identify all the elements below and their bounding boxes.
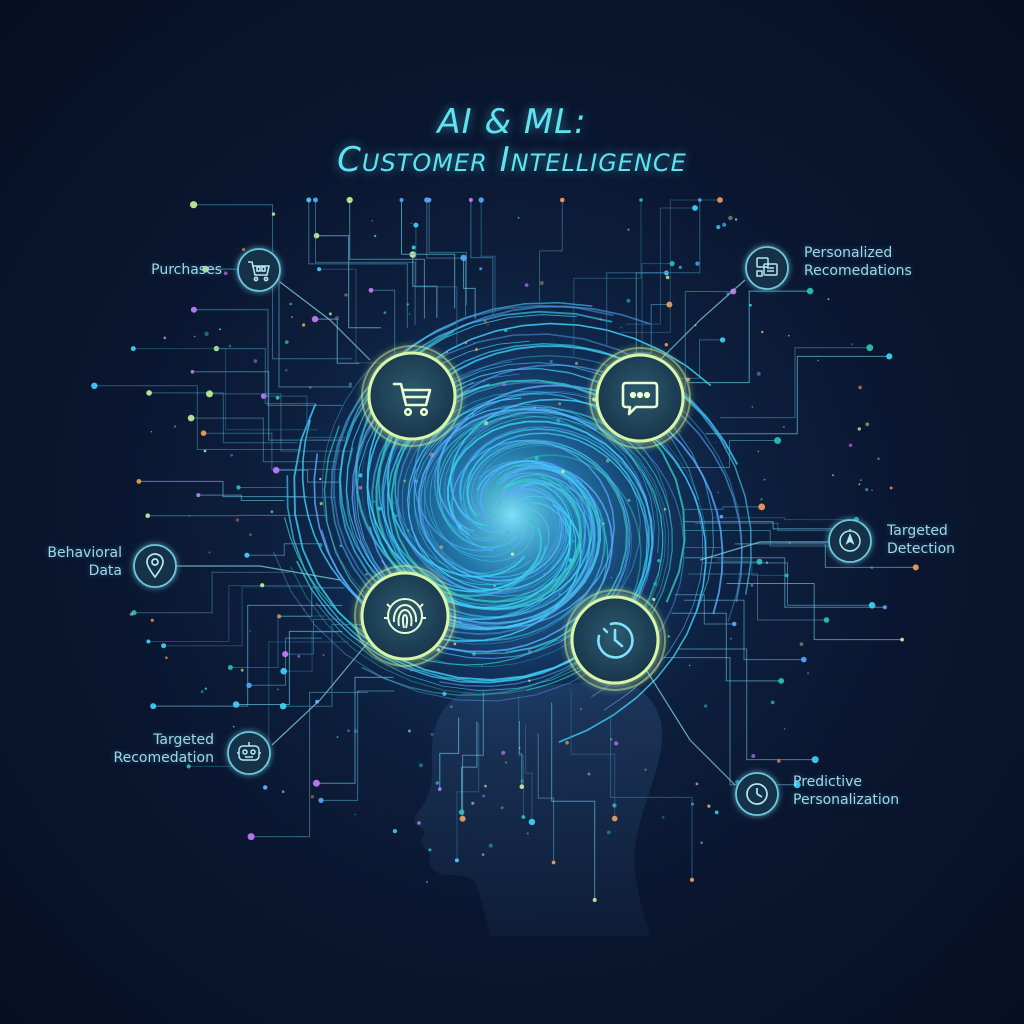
label-line: Detection: [887, 541, 956, 557]
label-line: Recomedations: [804, 263, 912, 279]
inner-node-chat[interactable]: [589, 347, 691, 449]
outer-node-purchases[interactable]: [237, 248, 281, 292]
outer-node-personalized[interactable]: [745, 246, 789, 290]
chat-bubble-icon: [621, 381, 659, 416]
title-line-2: Customer Intelligence: [337, 140, 687, 180]
location-pin-icon: [146, 553, 164, 579]
label-line: Targeted: [153, 732, 214, 748]
label-personalized-recommendations: Personalized Recomedations: [804, 244, 912, 280]
timer-icon: [597, 622, 634, 659]
label-line: Personalized: [804, 245, 893, 261]
label-purchases: Purchases: [120, 261, 222, 279]
label-line: Personalization: [793, 792, 900, 808]
label-targeted-recommendation: Targeted Recomedation: [96, 731, 214, 767]
label-line: Behavioral: [47, 545, 122, 561]
label-behavioral-data: Behavioral Data: [26, 544, 122, 580]
outer-node-targeted-recommendation[interactable]: [227, 731, 271, 775]
connector-lines: [172, 279, 828, 786]
brain-fingerprint-icon: [384, 598, 426, 634]
inner-node-cart[interactable]: [361, 345, 463, 447]
outer-node-predictive[interactable]: [735, 772, 779, 816]
clock-icon: [746, 783, 768, 805]
label-line: Targeted: [887, 523, 948, 539]
core-glow: [252, 255, 772, 775]
label-line: Data: [88, 563, 122, 579]
label-predictive-personalization: Predictive Personalization: [793, 773, 899, 809]
recommendation-cards-icon: [756, 257, 778, 277]
shopping-cart-icon: [248, 261, 270, 282]
shopping-cart-icon: [392, 382, 432, 417]
label-line: Recomedation: [113, 750, 214, 766]
inner-node-brain[interactable]: [354, 565, 456, 667]
outer-node-targeted-detection[interactable]: [828, 519, 872, 563]
data-particles: [129, 212, 893, 883]
target-compass-icon: [839, 529, 861, 552]
label-targeted-detection: Targeted Detection: [887, 522, 955, 558]
data-swirl: [273, 301, 752, 743]
title-line-1: AI & ML:: [437, 102, 587, 142]
label-line: Predictive: [793, 774, 863, 790]
robot-face-icon: [237, 742, 261, 761]
inner-node-timer[interactable]: [564, 589, 666, 691]
label-line: Purchases: [151, 262, 222, 278]
outer-node-behavioral[interactable]: [133, 544, 177, 588]
